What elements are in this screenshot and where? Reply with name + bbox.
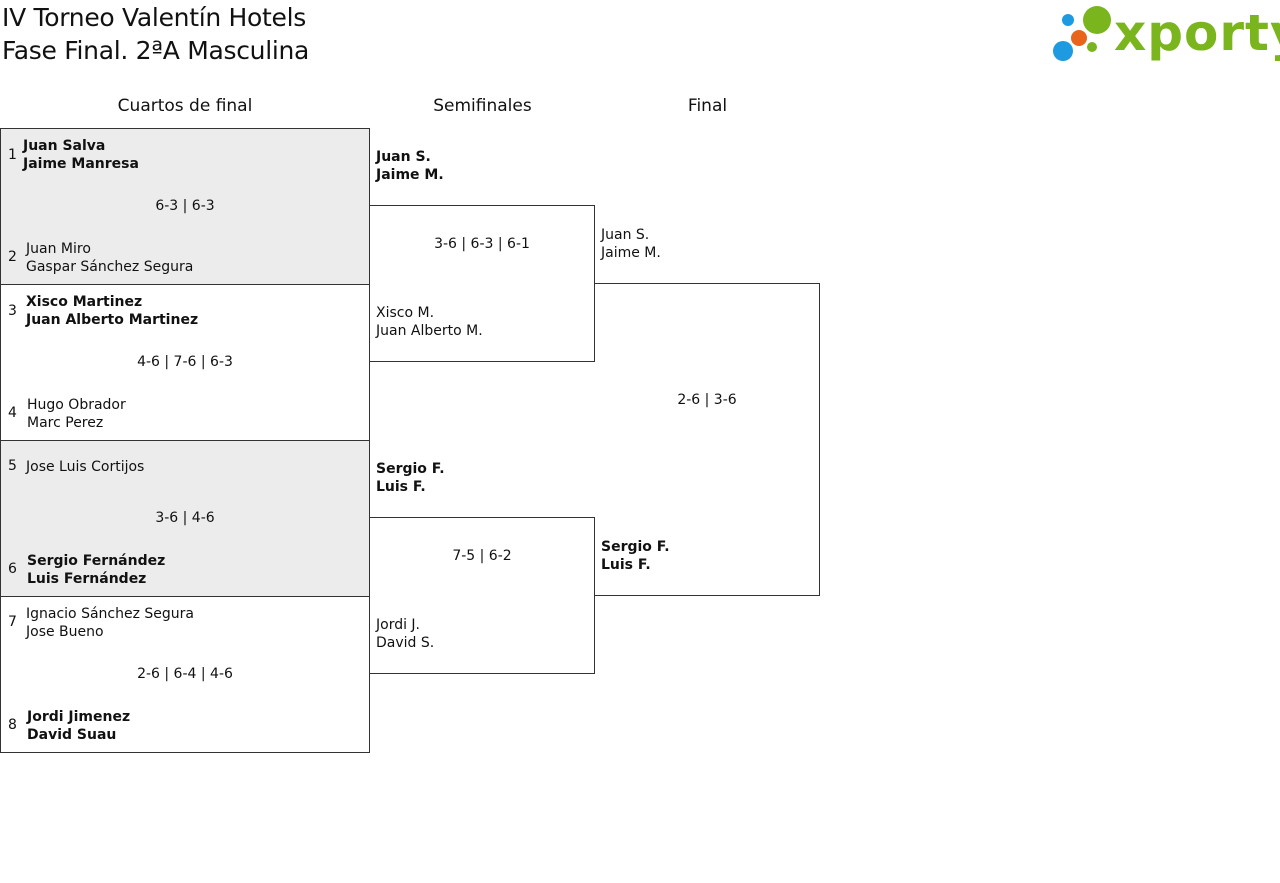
logo-dot-green — [1083, 6, 1111, 34]
match-score: 2-6 | 6-4 | 4-6 — [137, 666, 233, 682]
semifinal-2-bottom-team: Jordi J. David S. — [376, 616, 434, 652]
team-players: Jordi Jimenez David Suau — [27, 708, 130, 744]
player-name: Xisco Martinez — [26, 294, 143, 310]
semifinal-bracket-box-2 — [370, 517, 595, 674]
final-score: 2-6 | 3-6 — [677, 392, 737, 408]
semifinal-2-score: 7-5 | 6-2 — [452, 548, 512, 564]
player-name: Luis F. — [376, 479, 426, 495]
team-players: Juan Salva Jaime Manresa — [23, 137, 139, 173]
player-name: Juan Alberto Martinez — [26, 312, 199, 328]
player-name: Xisco M. — [376, 305, 435, 321]
xporty-logo: xporty — [1050, 4, 1280, 66]
tournament-subtitle: Fase Final. 2ªA Masculina — [2, 36, 310, 65]
quarterfinal-match-2: 3 Xisco Martinez Juan Alberto Martinez 4… — [0, 284, 370, 441]
player-name: Jose Bueno — [26, 624, 104, 640]
team-players: Jose Luis Cortijos — [26, 458, 144, 476]
player-name: Sergio F. — [601, 539, 670, 555]
player-name: Gaspar Sánchez Segura — [26, 259, 194, 275]
player-name: Juan S. — [376, 149, 431, 165]
player-name: Luis Fernández — [27, 571, 147, 587]
final-bracket-box — [595, 283, 820, 596]
player-name: Juan S. — [601, 227, 650, 243]
logo-dot-orange — [1071, 30, 1087, 46]
player-name: Jaime M. — [376, 167, 444, 183]
seed-number: 8 — [8, 717, 17, 733]
seed-number: 3 — [8, 303, 17, 319]
logo-dot-blue-small — [1062, 14, 1074, 26]
seed-number: 6 — [8, 561, 17, 577]
round-heading-final: Final — [687, 96, 728, 116]
quarterfinal-match-3: 5 Jose Luis Cortijos 3-6 | 4-6 6 Sergio … — [0, 440, 370, 597]
round-heading-semifinals: Semifinales — [433, 96, 532, 116]
player-name: David S. — [376, 635, 435, 651]
team-players: Hugo Obrador Marc Perez — [27, 396, 126, 432]
seed-number: 5 — [8, 458, 17, 474]
player-name: Juan Alberto M. — [376, 323, 483, 339]
round-heading-quarterfinals: Cuartos de final — [117, 96, 253, 116]
match-score: 3-6 | 4-6 — [155, 510, 215, 526]
semifinal-bracket-box-1 — [370, 205, 595, 362]
quarterfinal-match-1: 1 Juan Salva Jaime Manresa 6-3 | 6-3 2 J… — [0, 128, 370, 285]
team-players: Xisco Martinez Juan Alberto Martinez — [26, 293, 198, 329]
team-players: Ignacio Sánchez Segura Jose Bueno — [26, 605, 194, 641]
player-name: Jordi J. — [376, 617, 421, 633]
player-name: Juan Salva — [23, 138, 106, 154]
player-name: Jordi Jimenez — [27, 709, 131, 725]
quarterfinal-match-4: 7 Ignacio Sánchez Segura Jose Bueno 2-6 … — [0, 596, 370, 753]
semifinal-1-score: 3-6 | 6-3 | 6-1 — [434, 236, 530, 252]
final-top-team: Juan S. Jaime M. — [601, 226, 661, 262]
logo-dot-green-small — [1087, 42, 1097, 52]
player-name: Hugo Obrador — [27, 397, 126, 413]
player-name: Sergio F. — [376, 461, 445, 477]
semifinal-1-top-team: Juan S. Jaime M. — [376, 148, 444, 184]
seed-number: 4 — [8, 405, 17, 421]
player-name: Jose Luis Cortijos — [26, 459, 145, 475]
match-score: 4-6 | 7-6 | 6-3 — [137, 354, 233, 370]
seed-number: 1 — [8, 147, 17, 163]
player-name: Luis F. — [601, 557, 651, 573]
tournament-title: IV Torneo Valentín Hotels — [2, 3, 306, 32]
team-players: Juan Miro Gaspar Sánchez Segura — [26, 240, 193, 276]
seed-number: 7 — [8, 614, 17, 630]
seed-number: 2 — [8, 249, 17, 265]
logo-dot-blue — [1053, 41, 1073, 61]
logo-text: xporty — [1114, 4, 1280, 62]
match-score: 6-3 | 6-3 — [155, 198, 215, 214]
player-name: Marc Perez — [27, 415, 104, 431]
team-players: Sergio Fernández Luis Fernández — [27, 552, 165, 588]
final-bottom-team: Sergio F. Luis F. — [601, 538, 670, 574]
player-name: Sergio Fernández — [27, 553, 166, 569]
semifinal-1-bottom-team: Xisco M. Juan Alberto M. — [376, 304, 483, 340]
player-name: Ignacio Sánchez Segura — [26, 606, 194, 622]
player-name: Jaime M. — [601, 245, 661, 261]
semifinal-2-top-team: Sergio F. Luis F. — [376, 460, 445, 496]
player-name: David Suau — [27, 727, 117, 743]
player-name: Jaime Manresa — [23, 156, 139, 172]
player-name: Juan Miro — [26, 241, 91, 257]
